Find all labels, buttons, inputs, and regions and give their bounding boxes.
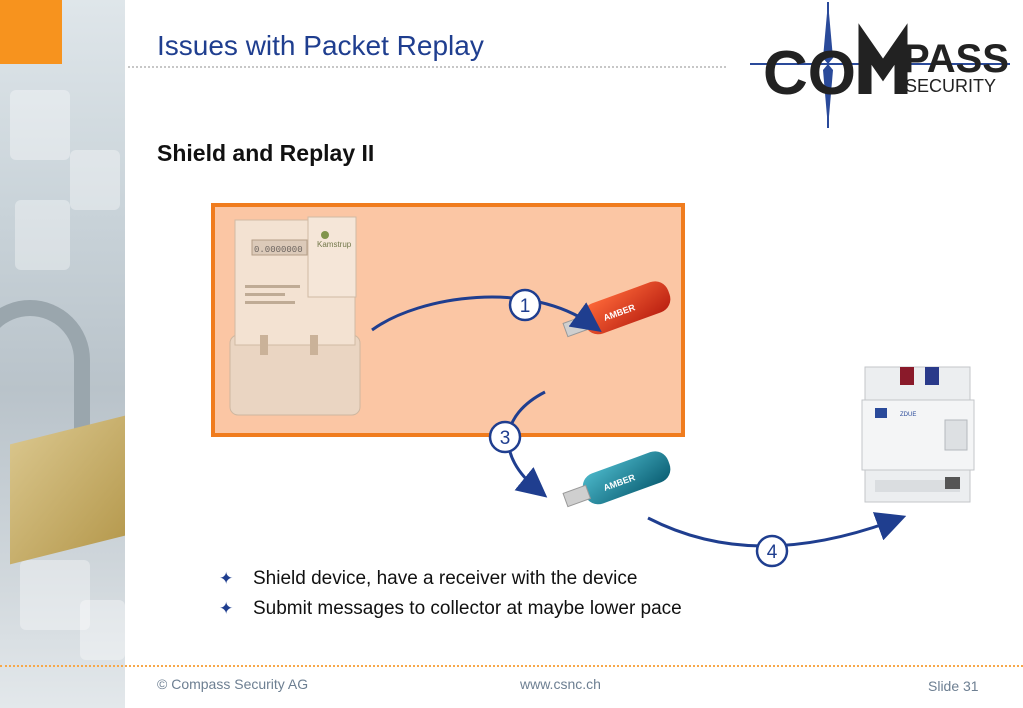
footer-copyright: © Compass Security AG [157, 676, 309, 692]
footer-slide-number: Slide 31 [928, 678, 979, 694]
logo-star-north [823, 2, 833, 64]
bullet-text: Submit messages to collector at maybe lo… [253, 598, 682, 619]
smart-meter-image: 0.0000000 Kamstrup [229, 216, 361, 416]
logo-m-letter [858, 23, 908, 94]
compass-security-logo: CO PASS SECURITY [750, 2, 1010, 128]
bullet-list: ✦ Shield device, have a receiver with the… [215, 566, 682, 626]
collector-label: ZDUE [900, 412, 916, 418]
replay-diagram: 0.0000000 Kamstrup AMBER AMBER ZDUE [211, 203, 975, 568]
footer-divider [0, 665, 1023, 667]
logo-brand-big: CO [763, 39, 856, 108]
bullet-text: Shield device, have a receiver with the … [253, 568, 638, 589]
data-collector-image: ZDUE [861, 366, 975, 503]
footer-website-link[interactable]: www.csnc.ch [520, 676, 601, 692]
step-number-3: 3 [500, 428, 511, 449]
meter-brand-text: Kamstrup [317, 240, 352, 249]
step-number-1: 1 [520, 296, 531, 317]
bullet-item: ✦ Submit messages to collector at maybe l… [215, 596, 682, 626]
slide-title: Issues with Packet Replay [157, 30, 484, 61]
logo-brand-small: PASS [903, 37, 1009, 81]
slide-subtitle: Shield and Replay II [157, 140, 375, 166]
step-badge-3: 3 [488, 420, 522, 454]
step-badge-1: 1 [508, 288, 542, 322]
step-number-4: 4 [767, 542, 778, 563]
left-decorative-strip [0, 0, 125, 708]
blue-usb-stick-image: AMBER [562, 451, 671, 508]
step-badge-4: 4 [755, 534, 789, 568]
orange-corner-block [0, 0, 62, 64]
bullet-item: ✦ Shield device, have a receiver with the… [215, 566, 682, 596]
meter-display-text: 0.0000000 [254, 245, 303, 255]
title-divider [128, 66, 726, 68]
logo-star-south [823, 64, 833, 128]
meter-brand-icon [321, 231, 329, 239]
logo-tagline: SECURITY [905, 76, 996, 96]
sparkle-bullet-icon: ✦ [219, 569, 234, 588]
sparkle-bullet-icon: ✦ [219, 599, 234, 618]
arrow-step-1 [371, 295, 602, 333]
